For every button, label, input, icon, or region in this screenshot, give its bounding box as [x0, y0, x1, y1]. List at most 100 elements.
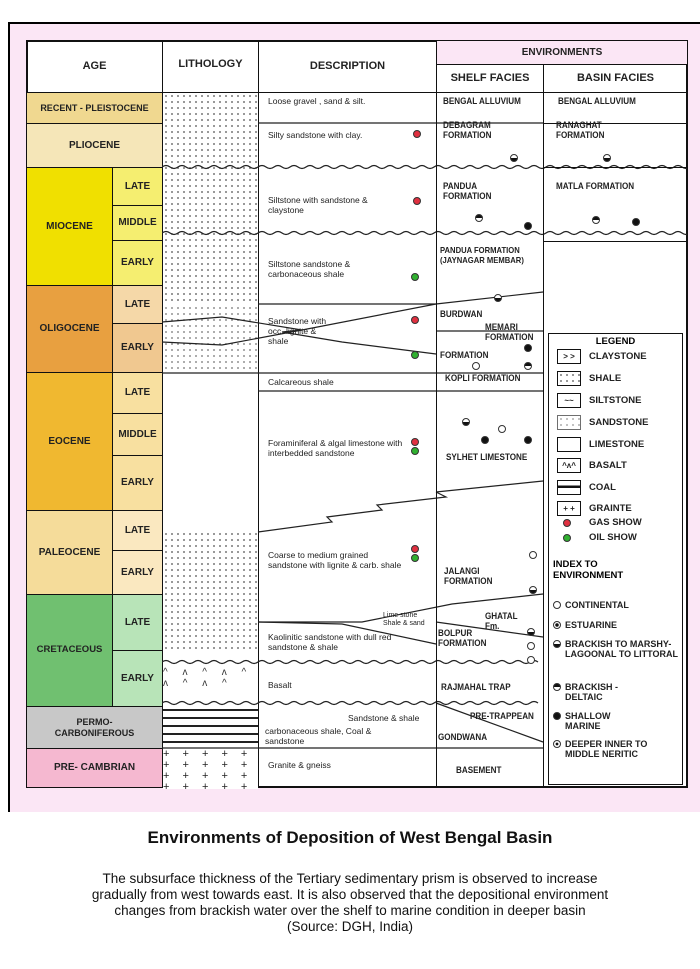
gas-show-marker: [411, 316, 419, 324]
desc-eocene-late: Calcareous shale: [268, 377, 334, 387]
header-lithology: LITHOLOGY: [162, 40, 259, 93]
legend: LEGEND > >CLAYSTONE SHALE ~~SILTSTONE SA…: [548, 333, 683, 785]
index-label: CONTINENTAL: [565, 600, 629, 610]
legend-label: SILTSTONE: [589, 395, 642, 406]
boundary-lines: [162, 122, 688, 749]
paleocene-early: EARLY: [112, 550, 163, 595]
basin-matla: MATLA FORMATION: [556, 181, 635, 191]
age-cretaceous: CRETACEOUS: [26, 594, 113, 707]
desc-paleocene: Coarse to medium grained sandstone with …: [268, 550, 402, 571]
oil-show-marker: [411, 273, 419, 281]
legend-granite: + + GRAINTE: [557, 501, 632, 516]
age-paleocene: PALEOCENE: [26, 510, 113, 595]
caption-line: changes from brackish water over the she…: [114, 903, 586, 918]
shallow-marine-marker: [481, 436, 489, 444]
desc-pliocene: Silty sandstone with clay.: [268, 130, 363, 140]
claystone-swatch: > >: [557, 349, 581, 364]
shelf-pandua-jaynagar: PANDUA FORMATION (JAYNAGAR MEMBAR): [440, 245, 524, 265]
siltstone-swatch: ~~: [557, 393, 581, 408]
oligocene-late: LATE: [112, 285, 163, 324]
legend-label: GRAINTE: [589, 503, 632, 514]
index-title: INDEX TO ENVIRONMENT: [553, 559, 624, 582]
shelf-gondwana: GONDWANA: [438, 732, 488, 742]
legend-basalt: ^ʌ^BASALT: [557, 458, 627, 473]
granite-swatch: + +: [557, 501, 581, 516]
legend-label: GAS SHOW: [589, 517, 642, 528]
basalt-swatch: ^ʌ^: [557, 458, 581, 473]
desc-recent: Loose gravel , sand & silt.: [268, 96, 366, 106]
shelf-rajmahal: RAJMAHAL TRAP: [441, 682, 511, 692]
oil-show-marker: [411, 554, 419, 562]
figure-title: Environments of Deposition of West Benga…: [147, 828, 553, 847]
legend-siltstone: ~~ SILTSTONE: [557, 393, 641, 408]
eocene-early: EARLY: [112, 455, 163, 511]
header-environments: ENVIRONMENTS: [436, 40, 688, 65]
coal-swatch: [557, 480, 581, 495]
cretaceous-late: LATE: [112, 594, 163, 651]
basin-divider: [543, 123, 688, 124]
continental-marker: [498, 425, 506, 433]
index-shallow-marine: SHALLOW MARINE: [553, 711, 633, 732]
age-pliocene: PLIOCENE: [26, 123, 163, 168]
lithology-column: ^ ʌ ^ ʌ ^ ʌ ^ ʌ ^ + + + + + + + + + + + …: [162, 92, 259, 789]
brackish-littoral-marker: [603, 154, 611, 162]
brackish-littoral-marker: [529, 586, 537, 594]
age-miocene: MIOCENE: [26, 167, 113, 286]
shallow-marine-icon: [553, 712, 561, 720]
brackish-deltaic-marker: [475, 214, 483, 222]
oligocene-early: EARLY: [112, 323, 163, 373]
desc-eocene: Foraminiferal & algal limestone with int…: [268, 438, 403, 459]
eocene-late: LATE: [112, 372, 163, 414]
brackish-littoral-icon: [553, 640, 561, 648]
age-recent: RECENT - PLEISTOCENE: [26, 92, 163, 124]
legend-label: COAL: [589, 482, 616, 493]
caption-line: The subsurface thickness of the Tertiary…: [102, 871, 598, 886]
shelf-burdwan: BURDWAN: [440, 309, 483, 319]
index-estuarine: ESTUARINE: [553, 620, 617, 630]
desc-limestone-wedge: Lime stone Shale & sand: [383, 612, 425, 628]
brackish-littoral-marker: [527, 628, 535, 636]
index-label: DEEPER INNER TO MIDDLE NERITIC: [565, 739, 648, 760]
legend-sandstone: SANDSTONE: [557, 415, 648, 430]
brackish-deltaic-icon: [553, 683, 561, 691]
estuarine-icon: [553, 621, 561, 629]
shelf-pandua: PANDUA FORMATION: [443, 181, 492, 202]
index-brackish-deltaic: BRACKISH - DELTAIC: [553, 682, 643, 703]
legend-limestone: LIMESTONE: [557, 437, 644, 452]
basin-divider: [543, 167, 688, 168]
age-permo-carboniferous: PERMO-CARBONIFEROUS: [26, 706, 163, 749]
caption-line: (Source: DGH, India): [286, 919, 414, 934]
caption-line: gradually from west towards east. It is …: [91, 887, 609, 902]
miocene-middle: MIDDLE: [112, 205, 163, 241]
age-precambrian: PRE- CAMBRIAN: [26, 748, 163, 788]
continental-marker: [529, 551, 537, 559]
age-oligocene: OLIGOCENE: [26, 285, 113, 373]
legend-label: SHALE: [589, 373, 622, 384]
shelf-formation: FORMATION: [440, 350, 489, 360]
gas-show-marker: [411, 438, 419, 446]
index-label: ESTUARINE: [565, 620, 618, 630]
oil-show-marker: [411, 351, 419, 359]
oil-show-marker: [411, 447, 419, 455]
shelf-basement: BASEMENT: [456, 765, 502, 775]
legend-label: SANDSTONE: [589, 417, 649, 428]
cretaceous-early: EARLY: [112, 650, 163, 707]
header-age: AGE: [26, 40, 163, 93]
legend-shale: SHALE: [557, 371, 621, 386]
index-label: BRACKISH - DELTAIC: [565, 682, 618, 703]
brackish-deltaic-marker: [524, 362, 532, 370]
shelf-bolpur: BOLPUR FORMATION: [438, 628, 487, 649]
legend-coal: COAL: [557, 480, 616, 495]
desc-precambrian: Granite & gneiss: [268, 760, 331, 770]
legend-label: OIL SHOW: [589, 532, 637, 543]
shelf-kopli: KOPLI FORMATION: [445, 373, 521, 383]
sandstone-swatch: [557, 415, 581, 430]
desc-cretaceous: Kaolinitic sandstone with dull red sands…: [268, 632, 392, 653]
brackish-littoral-marker: [494, 294, 502, 302]
shelf-ghatal: GHATAL Fm.: [485, 611, 518, 632]
index-brackish-littoral: BRACKISH TO MARSHY-LAGOONAL TO LITTORAL: [553, 639, 678, 660]
shallow-marine-marker: [524, 222, 532, 230]
gas-show-icon: [563, 518, 571, 527]
eocene-middle: MIDDLE: [112, 413, 163, 456]
shale-swatch: [557, 371, 581, 386]
